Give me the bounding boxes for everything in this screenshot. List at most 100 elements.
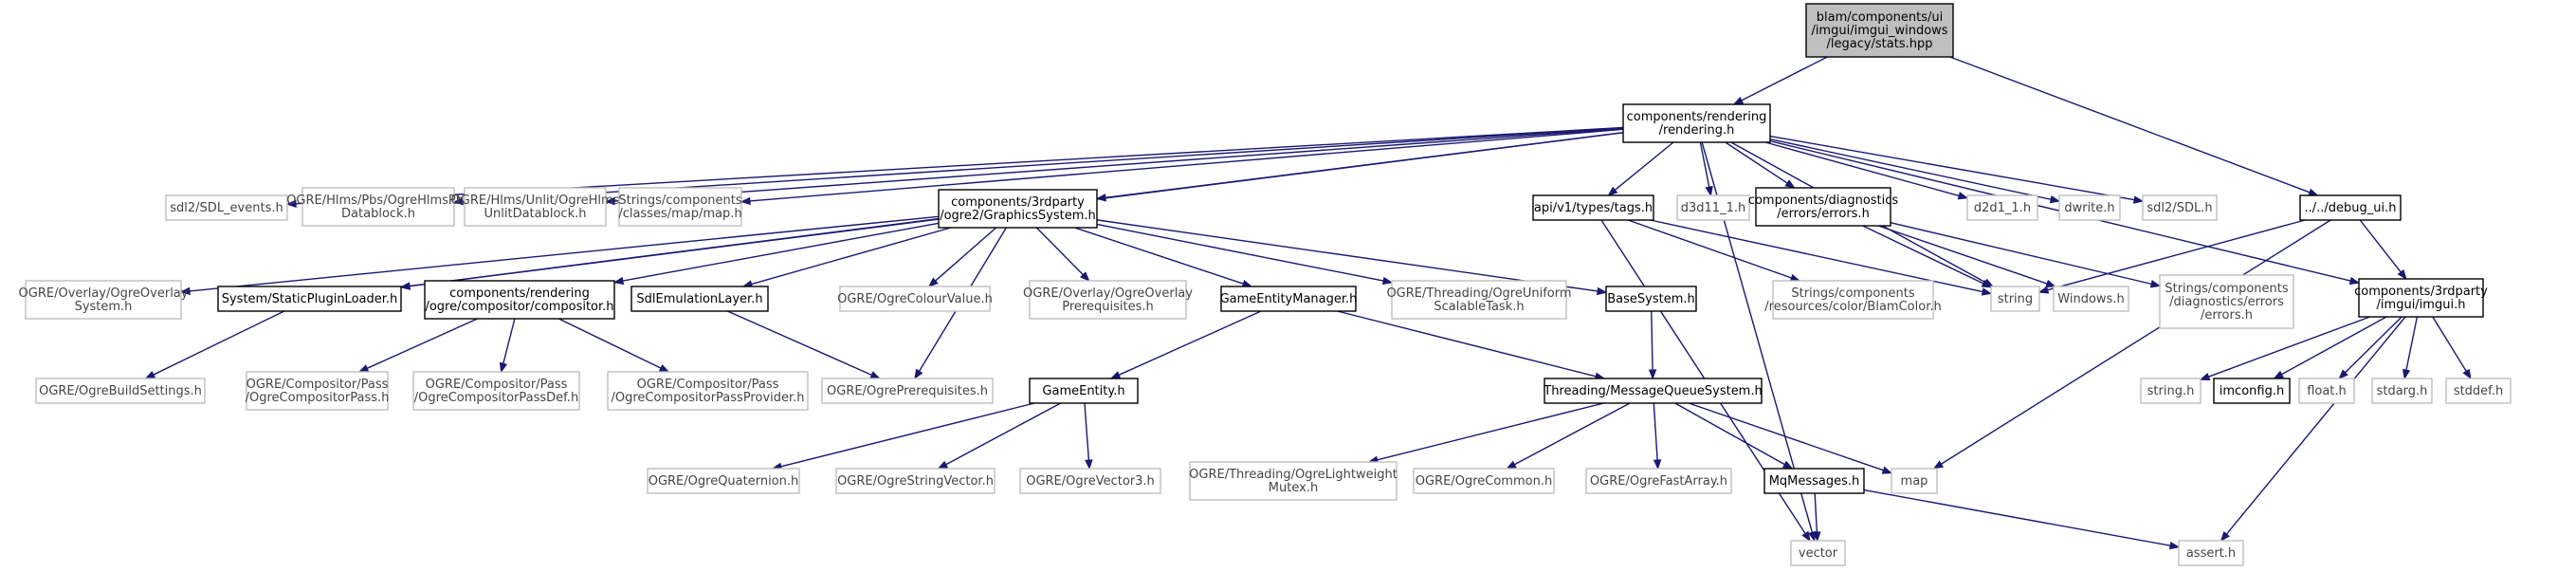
- node-label: Windows.h: [2057, 292, 2124, 306]
- node-box: [1763, 468, 1865, 494]
- edge-rendering-to-strmap: [740, 128, 1624, 206]
- node-compositor[interactable]: components/rendering/ogre/compositor/com…: [424, 280, 615, 320]
- arrowhead-icon: [1109, 371, 1122, 379]
- edge-mqsystem-to-lwmutex: [1367, 402, 1604, 464]
- node-dwrite: dwrite.h: [2058, 194, 2121, 221]
- node-assert: assert.h: [2178, 540, 2244, 566]
- node-label: Prerequisites.h: [1062, 300, 1153, 314]
- node-box: [2358, 278, 2484, 318]
- node-label: Mutex.h: [1269, 481, 1318, 495]
- node-errors[interactable]: components/diagnostics/errors/errors.h: [1748, 187, 1899, 227]
- arrowhead-icon: [1080, 271, 1090, 282]
- node-label: vector: [1799, 546, 1838, 561]
- node-fastarray: OGRE/OgreFastArray.h: [1585, 468, 1732, 494]
- node-basesystem[interactable]: BaseSystem.h: [1605, 286, 1697, 312]
- node-label: sdl2/SDL_events.h: [170, 201, 283, 215]
- edge-compositor-to-comppassprov: [558, 318, 670, 373]
- edge-rendering-to-d3d11: [1699, 141, 1713, 197]
- node-label: OGRE/OgrePrerequisites.h: [827, 384, 988, 398]
- node-box: [839, 286, 991, 312]
- node-sdl: sdl2/SDL.h: [2142, 194, 2218, 221]
- node-label: OGRE/OgreCommon.h: [1416, 474, 1552, 489]
- node-label: SdlEmulationLayer.h: [636, 292, 762, 306]
- arrowhead-icon: [2462, 368, 2472, 380]
- node-label: OGRE/Overlay/OgreOverlay: [1023, 286, 1193, 301]
- node-box: [2445, 378, 2512, 404]
- node-box: [165, 194, 288, 221]
- edge-tags-to-blamcolor: [1627, 219, 1801, 282]
- edge-graphicssystem-to-overlaysys: [179, 215, 940, 296]
- node-graphicssystem[interactable]: components/3rdparty/ogre2/GraphicsSystem…: [938, 189, 1098, 229]
- node-box: [821, 378, 994, 404]
- node-label: ../../debug_ui.h: [2304, 201, 2396, 215]
- edge-imgui-to-stdarg: [2402, 316, 2419, 380]
- arrowhead-icon: [740, 196, 751, 206]
- edge-gameentity-to-quaternion: [771, 402, 1035, 471]
- edge-imgui-to-stddef: [2432, 316, 2472, 380]
- arrowhead-icon: [2049, 194, 2061, 204]
- node-gemgr[interactable]: GameEntityManager.h: [1220, 286, 1358, 312]
- node-label: assert.h: [2186, 546, 2236, 561]
- node-label: string.h: [2147, 384, 2195, 398]
- node-d2d1: d2d1_1.h: [1966, 194, 2038, 221]
- node-box: [1029, 280, 1187, 320]
- node-label: /imgui/imgui_windows: [1811, 24, 1947, 38]
- node-label: MqMessages.h: [1769, 474, 1860, 489]
- node-debug_ui[interactable]: ../../debug_ui.h: [2299, 194, 2402, 221]
- node-label: map: [1901, 474, 1928, 489]
- node-box: [1029, 378, 1139, 404]
- edge-mqsystem-to-map: [1688, 402, 1893, 474]
- node-label: OGRE/Threading/OgreLightweight: [1189, 468, 1398, 482]
- node-imconfig[interactable]: imconfig.h: [2213, 378, 2291, 404]
- arrowhead-icon: [1781, 460, 1794, 470]
- node-box: [2213, 378, 2291, 404]
- arrowhead-icon: [452, 197, 464, 206]
- node-box: [217, 286, 402, 312]
- node-comppass: OGRE/Compositor/Pass/OgreCompositorPass.…: [246, 371, 390, 411]
- node-staticplugin[interactable]: System/StaticPluginLoader.h: [217, 286, 402, 312]
- node-mqmessages[interactable]: MqMessages.h: [1763, 468, 1865, 494]
- arrowhead-icon: [2397, 268, 2407, 281]
- node-label: Strings/components: [2165, 282, 2288, 296]
- node-label: components/rendering: [1627, 110, 1767, 124]
- node-label: /OgreCompositorPassDef.h: [414, 391, 578, 405]
- node-box: [1189, 461, 1398, 501]
- edge-basesystem-to-mqsystem: [1648, 310, 1657, 380]
- node-box: [1790, 540, 1846, 566]
- edge-rendering-to-errors: [1725, 141, 1796, 189]
- node-tags[interactable]: api/v1/types/tags.h: [1532, 194, 1654, 221]
- node-label: /OgreCompositorPass.h: [246, 391, 390, 405]
- edge-errors-to-windows: [1878, 225, 2056, 287]
- edge-errors-to-strerrors: [1890, 222, 2162, 288]
- node-box: [1891, 468, 1938, 494]
- edge-rendering-to-hlmsunlit: [604, 127, 1624, 206]
- edge-imgui-to-floath: [2338, 316, 2402, 379]
- node-box: [412, 371, 580, 411]
- edge-graphicssystem-to-colourvalue: [927, 227, 997, 287]
- edge-debug_ui-to-string: [2037, 219, 2306, 294]
- node-imgui[interactable]: components/3rdparty/imgui/imgui.h: [2354, 278, 2488, 318]
- node-label: blam/components/ui: [1817, 10, 1943, 25]
- node-box: [647, 468, 800, 494]
- arrowhead-icon: [914, 368, 923, 380]
- arrowhead-icon: [1801, 530, 1811, 543]
- node-label: Threading/MessageQueueSystem.h: [1543, 384, 1762, 398]
- arrowhead-icon: [2168, 541, 2181, 550]
- arrowhead-icon: [1648, 369, 1657, 380]
- node-label: Datablock.h: [341, 207, 415, 221]
- node-rendering[interactable]: components/rendering/rendering.h: [1622, 103, 1771, 143]
- node-box: [301, 187, 455, 227]
- node-label: OGRE/Threading/OgreUniform: [1386, 286, 1571, 301]
- node-gameentity[interactable]: GameEntity.h: [1029, 378, 1139, 404]
- arrowhead-icon: [1607, 186, 1618, 196]
- node-mqsystem[interactable]: Threading/MessageQueueSystem.h: [1543, 378, 1763, 404]
- edge-rendering-to-tags: [1607, 141, 1674, 196]
- node-sdlemu[interactable]: SdlEmulationLayer.h: [630, 286, 769, 312]
- node-stringh: string.h: [2140, 378, 2201, 404]
- arrowhead-icon: [399, 282, 411, 290]
- arrowhead-icon: [499, 361, 508, 374]
- edge-debug_ui-to-imgui: [2359, 219, 2407, 281]
- node-root[interactable]: blam/components/ui/imgui/imgui_windows/l…: [1805, 3, 1954, 58]
- node-windows: Windows.h: [2053, 286, 2129, 312]
- edge-rendering-to-sdl: [1769, 135, 2145, 204]
